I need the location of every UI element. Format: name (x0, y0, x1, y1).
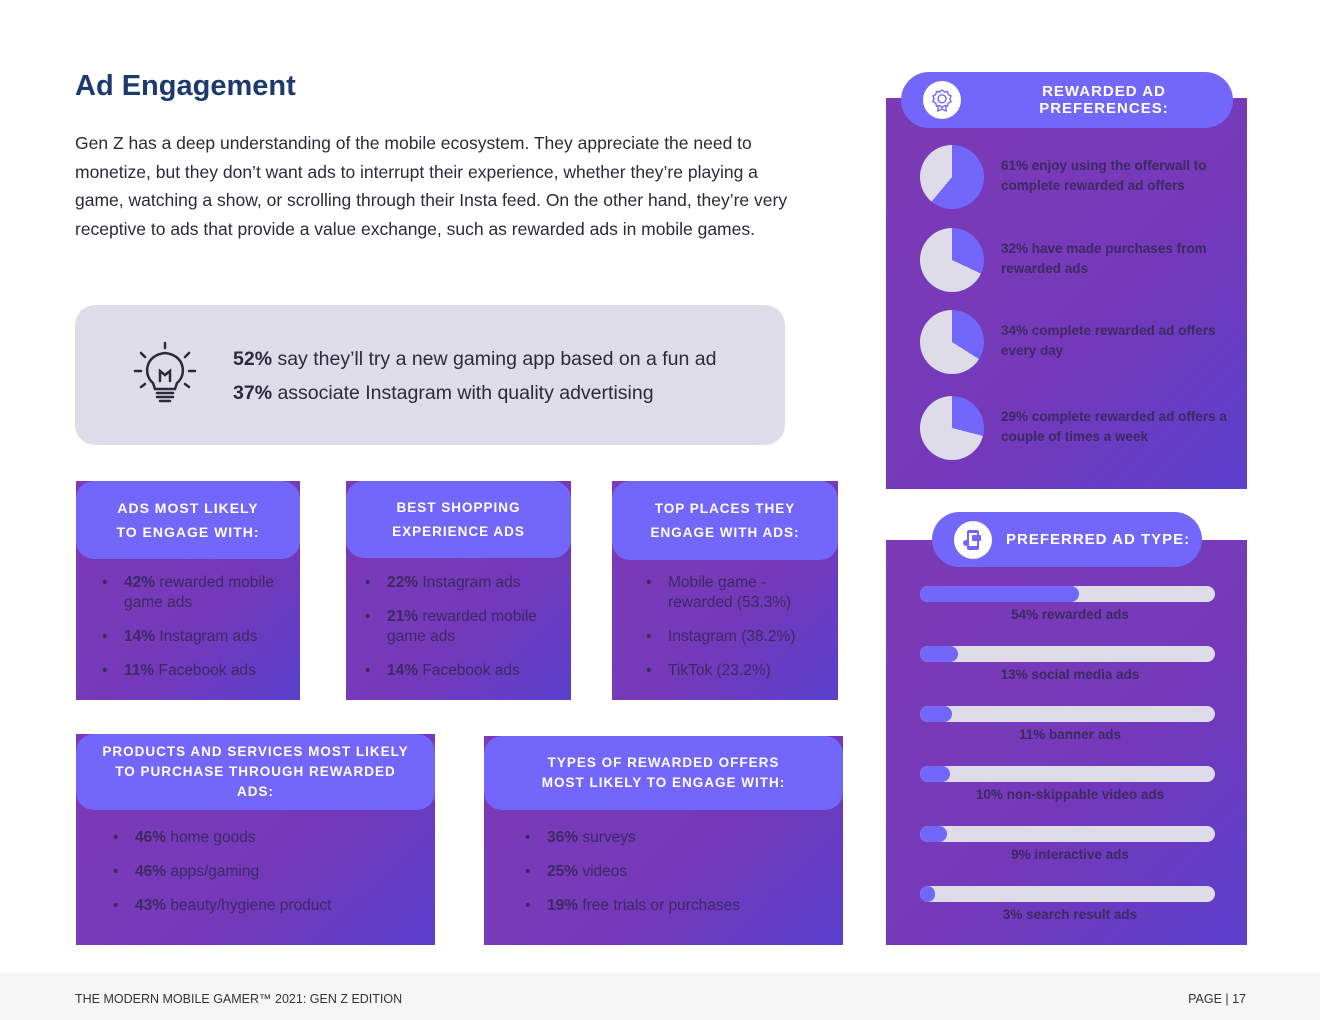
pie-chart (920, 145, 984, 209)
mobile-ad-icon (954, 520, 992, 559)
progress-fill (920, 646, 959, 662)
top-places-box: TOP PLACES THEY ENGAGE WITH ADS: Mobile … (612, 481, 838, 700)
progress-bar (920, 586, 1215, 602)
lightbulb-icon (133, 341, 197, 403)
progress-bar (920, 826, 1215, 842)
stats-callout: 52% say they’ll try a new gaming app bas… (75, 305, 785, 445)
list-item: 46% apps/gaming (113, 862, 415, 882)
list-item: 43% beauty/hygiene product (113, 896, 415, 916)
bar-label: 13% social media ads (1000, 667, 1140, 682)
progress-fill (920, 826, 947, 842)
preferred-ad-type-panel (886, 540, 1247, 945)
products-services-box: PRODUCTS AND SERVICES MOST LIKELY TO PUR… (76, 734, 435, 945)
rewarded-preferences-title: REWARDED AD PREFERENCES: (1039, 83, 1169, 117)
page-title: Ad Engagement (75, 70, 296, 102)
rewarded-offers-box: TYPES OF REWARDED OFFERS MOST LIKELY TO … (484, 736, 843, 945)
list-item: 14% Instagram ads (102, 627, 294, 647)
progress-bar (920, 706, 1215, 722)
rewarded-preferences-header: REWARDED AD PREFERENCES: (901, 72, 1233, 128)
pie-chart (920, 310, 984, 374)
list-item: 42% rewarded mobile game ads (102, 573, 294, 613)
list-item: 46% home goods (113, 828, 415, 848)
list-item: Mobile game - rewarded (53.3%) (646, 573, 828, 613)
preferred-ad-type-header: PREFERRED AD TYPE: (932, 512, 1202, 567)
list-item: 25% videos (525, 862, 827, 882)
list-item: 36% surveys (525, 828, 827, 848)
bar-label: 11% banner ads (1018, 727, 1122, 742)
progress-fill (920, 886, 935, 902)
bar-label: 9% interactive ads (1011, 847, 1129, 862)
preference-stat: 32% have made purchases from rewarded ad… (1001, 241, 1207, 276)
callout-stat-1: 52% say they’ll try a new gaming app bas… (233, 348, 717, 370)
list-item: 14% Facebook ads (365, 661, 567, 681)
list-item: Instagram (38.2%) (646, 627, 828, 647)
footer-page-number: PAGE | 17 (1188, 992, 1246, 1006)
preference-stat: 29% complete rewarded ad offers a couple… (1001, 409, 1227, 444)
callout-stat-2: 37% associate Instagram with quality adv… (233, 382, 654, 404)
progress-bar (920, 766, 1215, 782)
ads-most-likely-box: ADS MOST LIKELY TO ENGAGE WITH: 42% rewa… (76, 481, 300, 700)
progress-bar (920, 646, 1215, 662)
list-item: TikTok (23.2%) (646, 661, 828, 681)
award-badge-icon (923, 81, 961, 119)
page-footer: THE MODERN MOBILE GAMER™ 2021: GEN Z EDI… (0, 973, 1320, 1020)
pie-chart (920, 396, 984, 460)
progress-bar (920, 886, 1215, 902)
list-item: 21% rewarded mobile game ads (365, 607, 567, 647)
box-header: ADS MOST LIKELY TO ENGAGE WITH: (76, 481, 300, 559)
intro-paragraph: Gen Z has a deep understanding of the mo… (75, 133, 788, 239)
list-item: 11% Facebook ads (102, 661, 294, 681)
footer-publication-title: THE MODERN MOBILE GAMER™ 2021: GEN Z EDI… (75, 992, 403, 1006)
box-header: TYPES OF REWARDED OFFERS MOST LIKELY TO … (484, 736, 843, 810)
preference-stat: 61% enjoy using the offerwall to complet… (1001, 158, 1207, 193)
progress-fill (920, 766, 950, 782)
box-header: PRODUCTS AND SERVICES MOST LIKELY TO PUR… (76, 734, 435, 810)
best-shopping-box: BEST SHOPPING EXPERIENCE ADS 22% Instagr… (346, 481, 571, 700)
list-item: 19% free trials or purchases (525, 896, 827, 916)
list-item: 22% Instagram ads (365, 573, 567, 593)
preferred-ad-type-title: PREFERRED AD TYPE: (1006, 531, 1191, 548)
progress-fill (920, 586, 1080, 602)
progress-fill (920, 706, 953, 722)
box-header: BEST SHOPPING EXPERIENCE ADS (346, 481, 571, 558)
bar-label: 54% rewarded ads (1011, 607, 1129, 622)
bar-label: 3% search result ads (1002, 907, 1138, 922)
box-header: TOP PLACES THEY ENGAGE WITH ADS: (612, 481, 838, 560)
pie-chart (920, 228, 984, 292)
preference-stat: 34% complete rewarded ad offers every da… (1001, 323, 1216, 358)
bar-label: 10% non-skippable video ads (975, 787, 1165, 802)
